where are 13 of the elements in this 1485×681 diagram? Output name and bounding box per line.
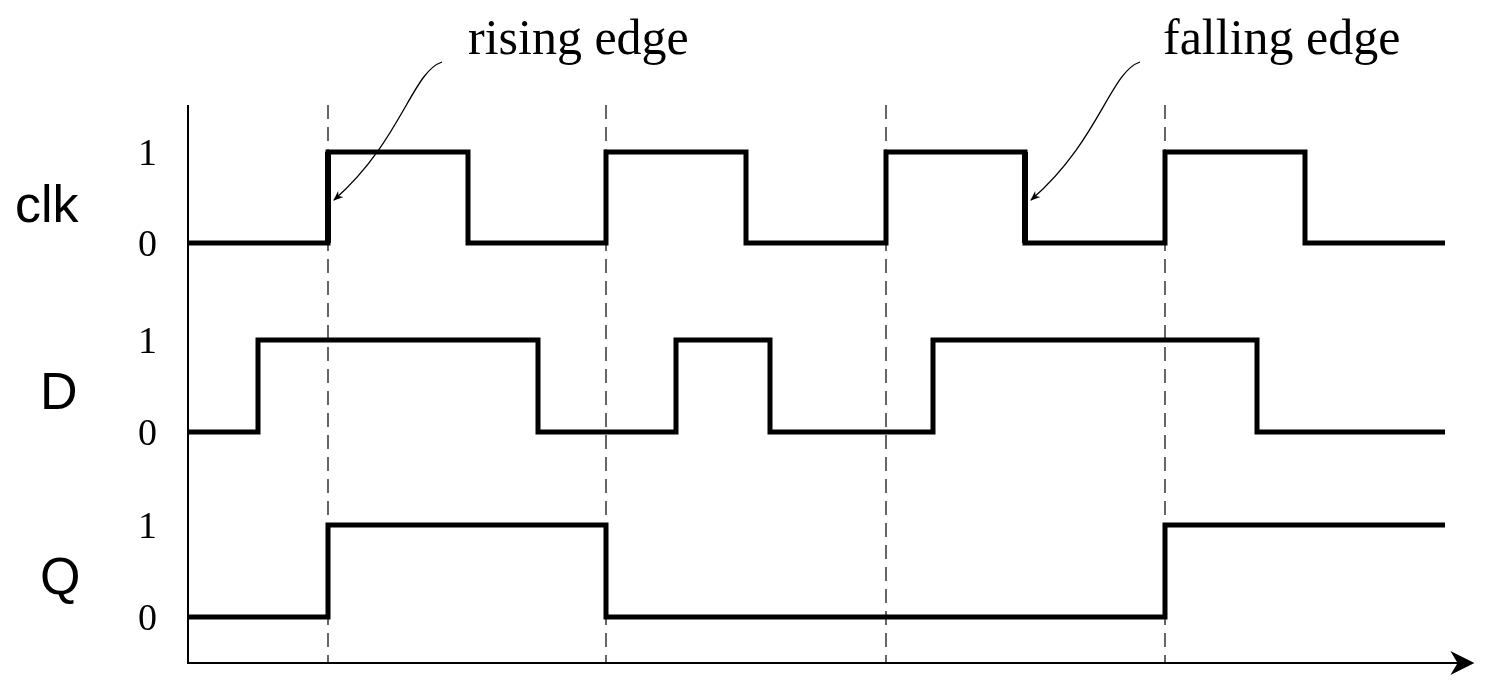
- signal-name: Q: [40, 550, 81, 602]
- level-label: 0: [138, 224, 157, 262]
- level-label: 0: [138, 413, 157, 451]
- edge-segment: [1022, 152, 1028, 243]
- level-label: 1: [138, 506, 157, 544]
- level-label: 1: [138, 133, 157, 171]
- leader-line: [1030, 61, 1141, 201]
- level-label: 1: [138, 321, 157, 359]
- leader-line: [333, 61, 443, 201]
- signal-name: clk: [15, 178, 79, 230]
- signal-name: D: [40, 365, 78, 417]
- level-label: 0: [138, 598, 157, 636]
- edge-segment: [325, 152, 331, 243]
